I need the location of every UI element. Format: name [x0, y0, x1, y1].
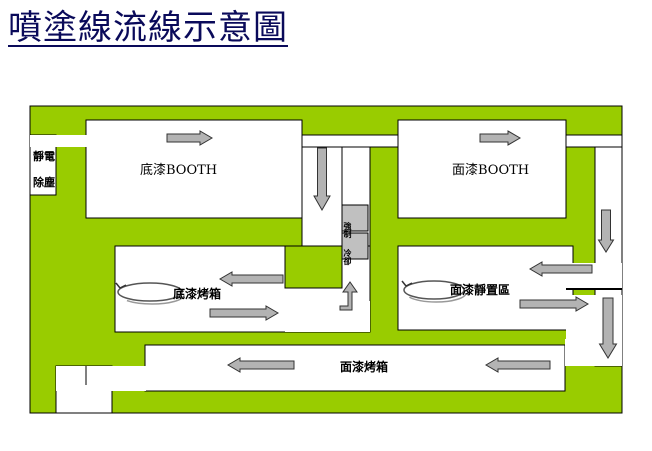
exit-bay	[56, 366, 146, 391]
arrow-right-lane-down-1	[597, 209, 615, 253]
arrow-cooling-up	[339, 281, 358, 311]
primer-oven-swirl-icon	[115, 282, 185, 305]
static-removal-label-1: 靜電	[33, 149, 55, 163]
forced-cooling-box-1	[341, 204, 369, 232]
arrow-primer-oven-right	[209, 305, 279, 321]
entry-corridor	[30, 135, 120, 147]
arrow-topcoat-booth-right	[479, 130, 521, 146]
primer-oven-label: 底漆烤箱	[173, 286, 221, 301]
right-corridor	[565, 134, 623, 148]
topcoat-oven-label: 面漆烤箱	[340, 359, 388, 374]
primer-oven-notch	[284, 245, 343, 289]
topcoat-flash-area-label: 面漆靜置區	[450, 282, 510, 297]
primer-oven-lower-lane	[285, 301, 370, 332]
primer-booth-label: 底漆BOOTH	[140, 162, 217, 178]
topcoat-booth-label: 面漆BOOTH	[452, 162, 529, 178]
flash-area-swirl-icon	[401, 280, 467, 303]
arrow-right-lane-down-2	[598, 297, 618, 359]
page-title: 噴塗線流線示意圖	[8, 8, 288, 48]
arrow-primer-booth-right	[166, 130, 213, 146]
arrow-drop-down	[313, 147, 331, 212]
forced-cooling-label-1: 強制	[343, 221, 353, 239]
arrow-topcoat-oven-left-1	[227, 357, 295, 373]
arrow-flash-outlet-right	[519, 296, 589, 312]
flow-arrows	[166, 130, 618, 373]
topcoat-flash-room	[397, 245, 574, 331]
static-removal-label-2: 除塵	[33, 175, 55, 189]
arrow-topcoat-oven-left-2	[485, 357, 551, 373]
forced-cooling-box-2	[341, 232, 369, 260]
arrow-primer-oven-left-1	[219, 271, 284, 287]
forced-cooling-label-2: 冷卻	[343, 248, 353, 266]
connector-top	[301, 134, 399, 148]
arrow-flash-inlet-left	[529, 261, 593, 277]
